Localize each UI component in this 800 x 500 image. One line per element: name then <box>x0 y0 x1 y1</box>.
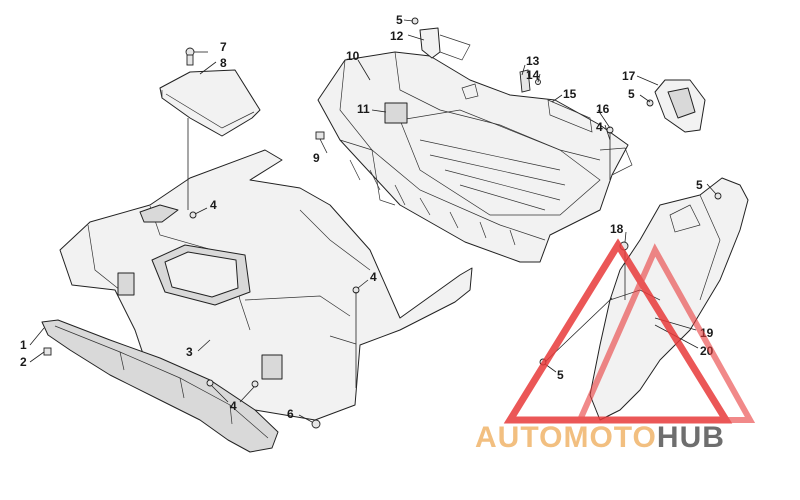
callout-7: 7 <box>220 40 227 54</box>
callout-5-a: 5 <box>396 13 403 27</box>
callout-10: 10 <box>346 49 360 63</box>
callout-17: 17 <box>622 69 636 83</box>
callout-6: 6 <box>287 407 294 421</box>
bracket-15 <box>547 99 593 133</box>
clip-6 <box>311 419 321 429</box>
fasteners <box>43 17 722 429</box>
callout-2: 2 <box>20 355 27 369</box>
callout-4-b: 4 <box>370 270 377 284</box>
watermark-logo-icon <box>503 238 756 424</box>
watermark-text: AUTOMOTOHUB <box>475 421 725 454</box>
screw-4d <box>251 380 259 388</box>
callout-8: 8 <box>220 56 227 70</box>
callout-14: 14 <box>526 68 540 82</box>
callout-13: 13 <box>526 54 540 68</box>
clip-9 <box>315 131 325 140</box>
callout-5-c: 5 <box>696 178 703 192</box>
right-side-panel <box>589 177 749 421</box>
callout-3: 3 <box>186 345 193 359</box>
callout-5-b: 5 <box>628 87 635 101</box>
tail-light-assembly <box>654 79 706 133</box>
callout-4-d: 4 <box>596 120 603 134</box>
callout-5-d: 5 <box>557 368 564 382</box>
screw-4c <box>206 379 214 387</box>
callout-labels: 1 2 3 4 4 4 4 5 5 5 5 6 7 8 9 10 11 12 1… <box>20 13 714 421</box>
watermark-hub: HUB <box>657 421 725 454</box>
callout-18: 18 <box>610 222 624 236</box>
rear-console-body <box>59 149 473 421</box>
callout-12: 12 <box>390 29 404 43</box>
callout-15: 15 <box>563 87 577 101</box>
storage-lid <box>159 69 261 137</box>
callout-9: 9 <box>313 151 320 165</box>
hook-13 <box>519 69 531 93</box>
watermark: AUTOMOTOHUB <box>475 238 756 454</box>
callout-11: 11 <box>357 102 370 116</box>
cargo-tray <box>317 51 633 263</box>
front-bumper-trim <box>41 319 279 453</box>
callout-4-a: 4 <box>210 198 217 212</box>
nut-5c <box>714 192 722 200</box>
clip-2 <box>43 347 52 356</box>
bracket <box>419 27 471 61</box>
bolt-7-shank <box>186 54 194 66</box>
callout-1: 1 <box>20 338 27 352</box>
callout-4-c: 4 <box>230 399 237 413</box>
watermark-moto: MOTO <box>563 421 656 454</box>
callout-16: 16 <box>596 102 610 116</box>
nut-5b <box>646 99 654 107</box>
screw-4a <box>189 211 197 219</box>
watermark-auto: AUTO <box>475 421 563 454</box>
